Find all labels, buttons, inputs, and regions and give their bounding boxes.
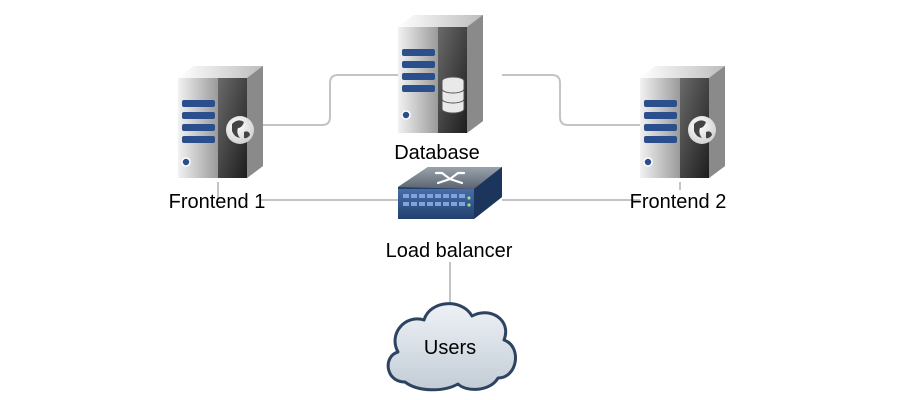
frontend2-server[interactable] xyxy=(640,66,725,178)
cloud-icon xyxy=(386,302,517,392)
database-server[interactable] xyxy=(398,15,483,133)
network-switch-icon xyxy=(398,167,502,219)
users-label: Users xyxy=(424,337,476,359)
frontend1-server[interactable] xyxy=(178,66,263,178)
load-balancer-switch[interactable] xyxy=(398,167,502,219)
web-server-icon xyxy=(640,66,725,178)
load-balancer-label: Load balancer xyxy=(386,240,513,262)
frontend1-label: Frontend 1 xyxy=(169,191,266,213)
edge-frontend1-loadbalancer xyxy=(217,182,400,201)
connections xyxy=(217,74,681,312)
frontend2-label: Frontend 2 xyxy=(630,191,727,213)
edge-database-frontend2 xyxy=(502,74,640,126)
database-label: Database xyxy=(394,142,480,164)
web-server-icon xyxy=(178,66,263,178)
edge-loadbalancer-frontend2 xyxy=(502,182,681,201)
edge-frontend1-database xyxy=(262,74,398,126)
users-cloud[interactable] xyxy=(386,302,517,392)
database-server-icon xyxy=(398,15,483,133)
labels: Database Frontend 1 Frontend 2 Load bala… xyxy=(169,142,727,359)
